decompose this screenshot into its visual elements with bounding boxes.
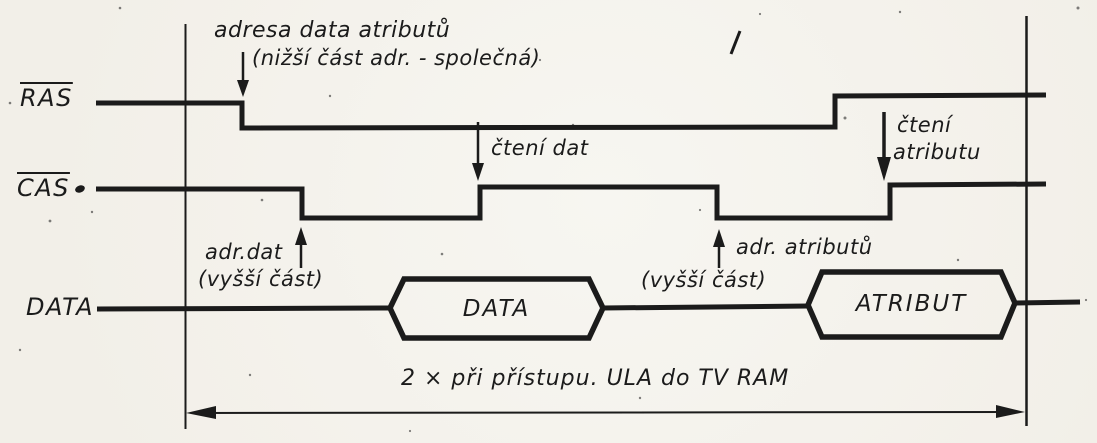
arrow-address-attribute-head (713, 229, 725, 247)
annotation-address-attribute-line1: adr. atributů (736, 235, 873, 259)
dimension-right-head (996, 405, 1025, 418)
annotation-address-attribute-line2: (vyšší část) (641, 268, 767, 292)
ras-waveform (96, 92, 1047, 131)
dimension-span-label: 2 × při přístupu. ULA do TV RAM (401, 366, 790, 391)
annotation-read-attribute-line1: čtení (897, 113, 952, 137)
ink-speck-after-cas (75, 185, 85, 193)
scan-noise-dots (8, 6, 1088, 433)
dimension-arrow (186, 405, 1025, 419)
stray-mark (729, 30, 742, 55)
scan-artifacts (8, 6, 1088, 433)
arrow-read-data-head (472, 163, 484, 181)
cas-signal-label: CAS (17, 174, 70, 202)
cas-waveform (96, 181, 1047, 221)
annotation-address-common-line2: (nižší část adr. - společná) (252, 46, 541, 70)
data-signal-label: DATA (26, 293, 95, 321)
arrow-address-data-head (295, 227, 307, 245)
annotation-address-data-line1: adr.dat (205, 240, 283, 264)
dimension-line (199, 411, 1013, 414)
data-bus-label: DATA (462, 296, 531, 322)
data-line-left (96, 305, 391, 312)
arrow-address-common-head (237, 80, 249, 97)
data-line-right (1014, 299, 1081, 306)
arrow-read-attribute-head (877, 157, 891, 181)
dimension-left-head (186, 406, 216, 419)
annotation-read-data: čtení dat (491, 136, 589, 160)
ras-signal-label: RAS (20, 84, 73, 112)
attribute-bus-label: ATRIBUT (855, 291, 968, 317)
data-line-middle (602, 303, 809, 311)
annotation-address-data-line2: (vyšší část) (198, 267, 324, 291)
annotation-arrows (237, 52, 891, 268)
annotation-read-attribute-line2: atributu (893, 140, 981, 164)
annotation-address-common-line1: adresa data atributů (214, 18, 451, 43)
